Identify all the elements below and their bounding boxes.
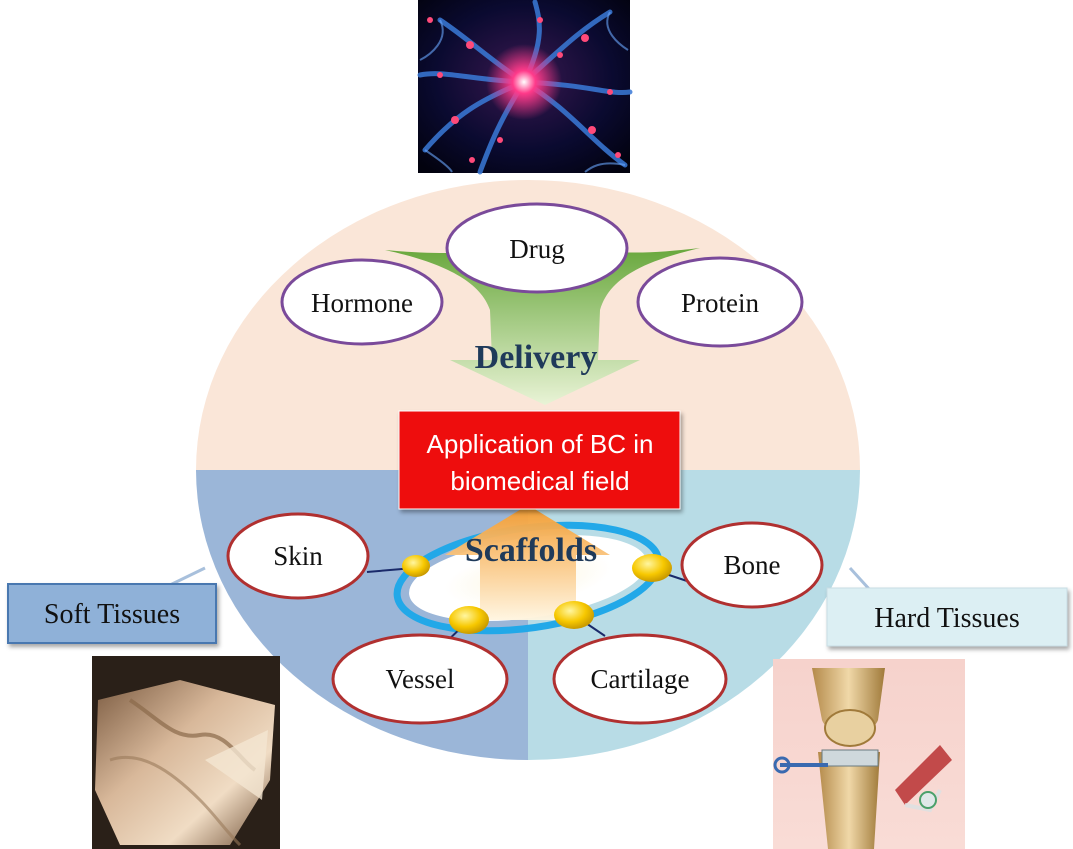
protein-node: Protein [638,258,802,346]
skin-node: Skin [228,514,368,598]
hormone-label: Hormone [311,288,413,318]
delivery-label: Delivery [475,339,598,376]
soft-tissues-label: Soft Tissues [44,599,180,630]
soft-connector [170,568,205,585]
neuron-image [418,0,630,173]
vessel-node: Vessel [333,635,507,723]
drug-node: Drug [447,204,627,292]
bone-node: Bone [682,523,822,607]
hard-tissues-label: Hard Tissues [874,603,1019,634]
vessel-label: Vessel [386,664,455,694]
cartilage-node: Cartilage [554,635,726,723]
skin-label: Skin [273,541,323,571]
title-line-1: Application of BC in [427,429,654,459]
hormone-node: Hormone [282,260,442,344]
scaffolds-label: Scaffolds [465,532,597,569]
hard-connector [850,568,870,590]
bone-label: Bone [724,550,781,580]
drug-label: Drug [509,234,565,264]
knee-joint-image [773,659,965,849]
protein-label: Protein [681,288,759,318]
title-line-2: biomedical field [450,466,629,496]
cartilage-label: Cartilage [591,664,690,694]
bc-membrane-image [92,656,280,849]
